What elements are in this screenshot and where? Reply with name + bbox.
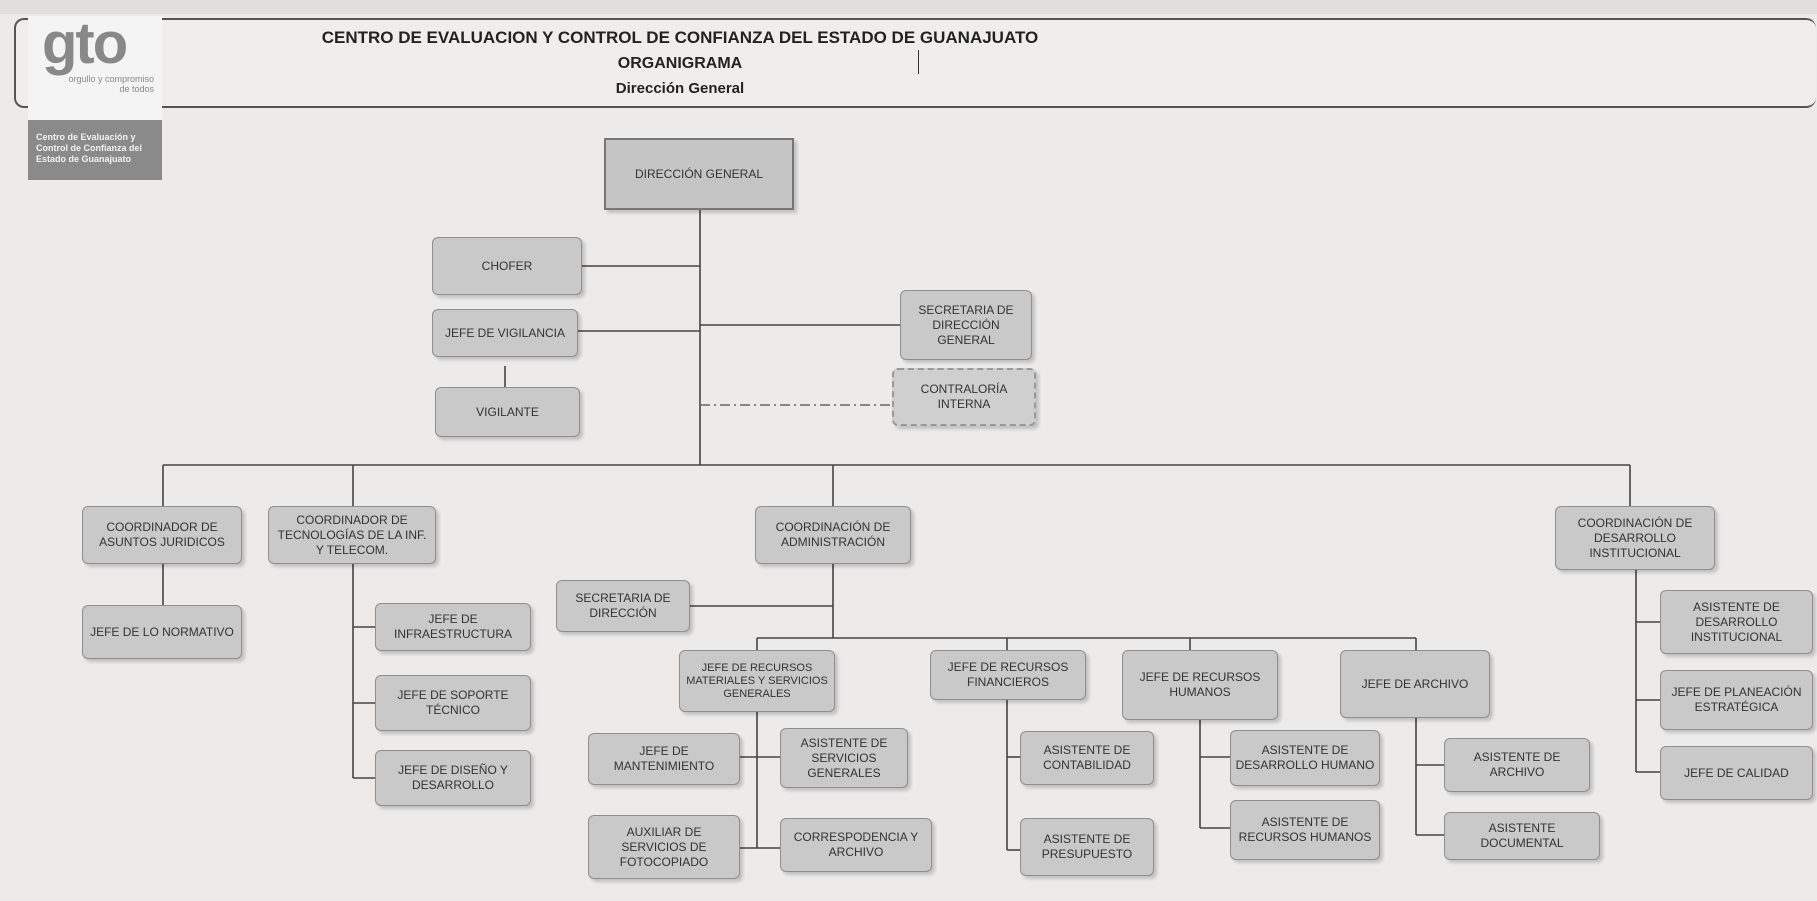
node-jefe-infraestructura: JEFE DE INFRAESTRUCTURA	[375, 603, 531, 651]
node-jefe-recursos-materiales: JEFE DE RECURSOS MATERIALES Y SERVICIOS …	[679, 650, 835, 712]
node-secretaria-direccion: SECRETARIA DE DIRECCIÓN	[556, 580, 690, 632]
node-asistente-documental: ASISTENTE DOCUMENTAL	[1444, 812, 1600, 860]
node-asistente-presupuesto: ASISTENTE DE PRESUPUESTO	[1020, 818, 1154, 876]
node-chofer: CHOFER	[432, 237, 582, 295]
node-asistente-servicios-generales: ASISTENTE DE SERVICIOS GENERALES	[780, 728, 908, 788]
center-logo-text: Centro de Evaluación y Control de Confia…	[36, 132, 143, 164]
node-coord-tecnologias: COORDINADOR DE TECNOLOGÍAS DE LA INF. Y …	[268, 506, 436, 564]
node-jefe-soporte: JEFE DE SOPORTE TÉCNICO	[375, 675, 531, 731]
node-asistente-desarrollo-humano: ASISTENTE DE DESARROLLO HUMANO	[1230, 730, 1380, 786]
node-jefe-archivo: JEFE DE ARCHIVO	[1340, 650, 1490, 718]
node-coord-administracion: COORDINACIÓN DE ADMINISTRACIÓN	[755, 506, 911, 564]
header-tick-mark	[918, 50, 919, 74]
node-auxiliar-fotocopiado: AUXILIAR DE SERVICIOS DE FOTOCOPIADO	[588, 815, 740, 879]
gto-logo: gto orgullo y compromiso de todos	[28, 11, 162, 120]
center-logo-banner: Centro de Evaluación y Control de Confia…	[28, 120, 162, 180]
page-section: Dirección General	[615, 80, 745, 97]
node-correspondencia-archivo: CORRESPODENCIA Y ARCHIVO	[780, 818, 932, 872]
node-coord-juridicos: COORDINADOR DE ASUNTOS JURIDICOS	[82, 506, 242, 564]
node-jefe-recursos-financieros: JEFE DE RECURSOS FINANCIEROS	[930, 650, 1086, 700]
node-asistente-recursos-humanos: ASISTENTE DE RECURSOS HUMANOS	[1230, 800, 1380, 860]
node-jefe-planeacion: JEFE DE PLANEACIÓN ESTRATÉGICA	[1660, 670, 1813, 730]
page-subtitle: ORGANIGRAMA	[617, 55, 743, 72]
logo-tagline: orgullo y compromiso de todos	[68, 74, 154, 94]
node-coord-desarrollo-institucional: COORDINACIÓN DE DESARROLLO INSTITUCIONAL	[1555, 506, 1715, 570]
node-jefe-vigilancia: JEFE DE VIGILANCIA	[432, 309, 578, 357]
node-jefe-diseno: JEFE DE DISEÑO Y DESARROLLO	[375, 750, 531, 806]
node-contraloria-interna: CONTRALORÍA INTERNA	[892, 368, 1036, 426]
node-direccion-general: DIRECCIÓN GENERAL	[604, 138, 794, 210]
node-asistente-contabilidad: ASISTENTE DE CONTABILIDAD	[1020, 731, 1154, 785]
node-jefe-normativo: JEFE DE LO NORMATIVO	[82, 605, 242, 659]
node-secretaria-direccion-general: SECRETARIA DE DIRECCIÓN GENERAL	[900, 290, 1032, 360]
node-jefe-calidad: JEFE DE CALIDAD	[1660, 746, 1813, 800]
node-asistente-archivo: ASISTENTE DE ARCHIVO	[1444, 738, 1590, 792]
node-vigilante: VIGILANTE	[435, 387, 580, 437]
top-rule	[0, 0, 1817, 14]
node-jefe-mantenimiento: JEFE DE MANTENIMIENTO	[588, 733, 740, 785]
logo-mark: gto	[42, 11, 128, 76]
page-title: CENTRO DE EVALUACION Y CONTROL DE CONFIA…	[321, 28, 1039, 47]
node-asistente-desarrollo-institucional: ASISTENTE DE DESARROLLO INSTITUCIONAL	[1660, 590, 1813, 654]
header-frame	[14, 18, 1816, 108]
node-jefe-recursos-humanos: JEFE DE RECURSOS HUMANOS	[1122, 650, 1278, 720]
